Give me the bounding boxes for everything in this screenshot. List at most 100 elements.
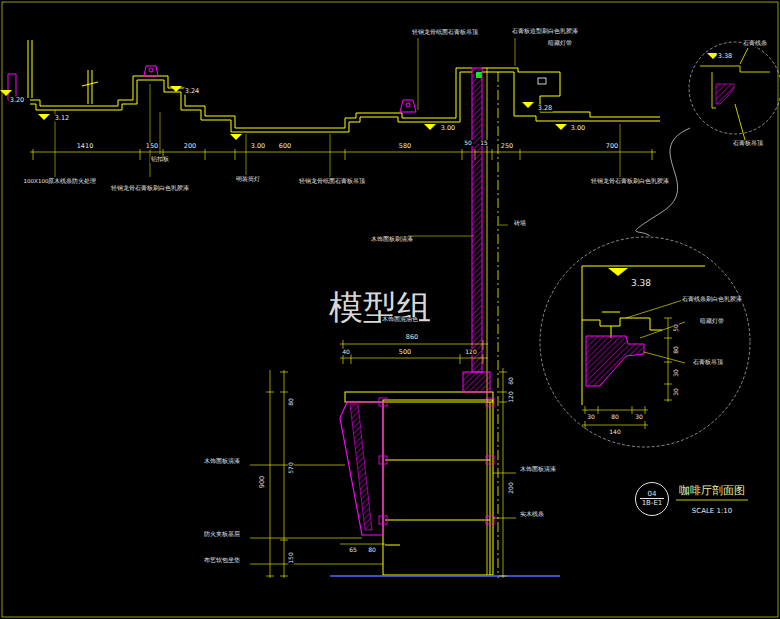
note-label: 石膏板造型刷白色乳胶漆 xyxy=(511,28,579,34)
dimension-line xyxy=(345,149,346,160)
ceiling-profile xyxy=(92,70,93,104)
wall-block xyxy=(463,372,490,392)
note-label: 布艺软包坐垫 xyxy=(203,558,241,564)
marker-text: 1B-E1 xyxy=(640,498,665,507)
dimension-line xyxy=(250,340,516,578)
dimension-line xyxy=(640,322,685,338)
dimension-line xyxy=(280,392,288,393)
dimension-line xyxy=(205,149,206,160)
dimension-line xyxy=(250,564,383,565)
dimension-line xyxy=(499,576,507,577)
dimension-label: 200 xyxy=(508,481,514,494)
dimension-line xyxy=(351,354,352,364)
cornice-section xyxy=(586,336,644,386)
dimension-label: 150 xyxy=(145,143,159,150)
leader-line xyxy=(246,134,247,175)
elevation-mark xyxy=(424,124,436,130)
light-symbol xyxy=(538,78,546,84)
ceiling-profile xyxy=(30,68,472,128)
elevation-mark xyxy=(230,134,242,140)
dimension-line xyxy=(280,372,288,373)
floor-line xyxy=(330,575,560,577)
bench-section xyxy=(385,520,490,521)
bench-section xyxy=(490,402,491,575)
title-underline xyxy=(676,500,748,501)
dimension-label: 500 xyxy=(398,349,412,356)
dimension-line xyxy=(266,576,274,577)
lamp-symbol xyxy=(406,103,410,107)
ceiling-profile xyxy=(30,72,472,132)
joint-block xyxy=(379,398,387,406)
lamp-symbol xyxy=(144,66,158,76)
detail-circle xyxy=(540,237,750,447)
ceiling-profile xyxy=(482,72,660,121)
ceiling-profile xyxy=(88,70,89,104)
leader-line xyxy=(330,134,331,177)
leader-line xyxy=(160,112,161,154)
dimension-line xyxy=(499,402,507,403)
elevation-label: 3.20 xyxy=(9,97,25,104)
dimension-label: 120 xyxy=(464,349,477,355)
leader-line xyxy=(55,38,620,236)
dimension-label: 50 xyxy=(463,140,473,146)
leader-line xyxy=(515,38,516,66)
dimension-label: 80 xyxy=(610,414,620,420)
dimension-label: 900 xyxy=(259,475,266,489)
dimension-line xyxy=(582,425,648,426)
note-label: 木饰面混油色 xyxy=(381,317,419,323)
detail-profile xyxy=(700,48,770,140)
dimension-line xyxy=(140,149,141,160)
dimension-line xyxy=(632,406,633,414)
note-label: 防火夹板基层 xyxy=(203,532,241,538)
dimension-label: 30 xyxy=(586,414,596,420)
dimension-label: 860 xyxy=(405,334,419,341)
elevation-label: 3.00 xyxy=(250,143,266,150)
lamp-symbol xyxy=(8,66,416,112)
note-label: 木饰面板清漆 xyxy=(203,459,241,465)
backrest-core xyxy=(350,404,372,530)
dimension-label: 30 xyxy=(673,387,679,397)
dimension-line xyxy=(343,354,344,364)
ceiling-profile xyxy=(32,40,33,98)
detail-profile xyxy=(602,312,620,313)
dimension-label: 50 xyxy=(673,323,679,333)
dimension-label: 120 xyxy=(508,390,514,403)
dimension-line xyxy=(582,410,648,411)
elevation-mark xyxy=(170,86,182,92)
dimension-line xyxy=(652,149,653,160)
dimension-line xyxy=(284,370,285,578)
dimension-label: 140 xyxy=(608,429,621,435)
dimension-line xyxy=(664,318,672,319)
elevation-mark xyxy=(38,114,50,120)
dimension-label: 600 xyxy=(278,143,292,150)
elevation-label: 3.12 xyxy=(54,115,70,122)
detail-profile xyxy=(700,66,770,72)
ceiling-profile xyxy=(28,40,660,132)
dimension-line xyxy=(520,149,521,160)
elevation-label: 3.38 xyxy=(717,53,733,60)
bench-section xyxy=(345,392,493,575)
dimension-line xyxy=(250,465,345,466)
elevation-mark xyxy=(0,53,719,276)
dimension-line xyxy=(340,344,488,345)
leader-line xyxy=(620,124,621,177)
leader-line xyxy=(408,236,474,237)
lamp-symbol xyxy=(400,100,416,112)
dimension-label: 80 xyxy=(367,547,377,553)
marker-text: 04 xyxy=(646,490,659,498)
dimension-line xyxy=(483,340,484,350)
dimension-line xyxy=(340,358,488,359)
note-label: 轻钢龙骨石膏板刷白色乳胶漆 xyxy=(110,186,190,192)
dimension-line xyxy=(33,149,34,160)
joint-block xyxy=(379,456,387,464)
elevation-label: 3.00 xyxy=(440,125,456,132)
elevation-mark xyxy=(608,268,628,276)
dimension-label: 60 xyxy=(508,376,514,386)
ceiling-profile xyxy=(82,82,98,86)
dimension-line xyxy=(598,406,599,414)
bench-section xyxy=(385,545,400,546)
dimension-label: 200 xyxy=(183,143,197,150)
note-label: 100X100原木线条防火处理 xyxy=(23,179,98,185)
detail-profile xyxy=(582,318,662,330)
